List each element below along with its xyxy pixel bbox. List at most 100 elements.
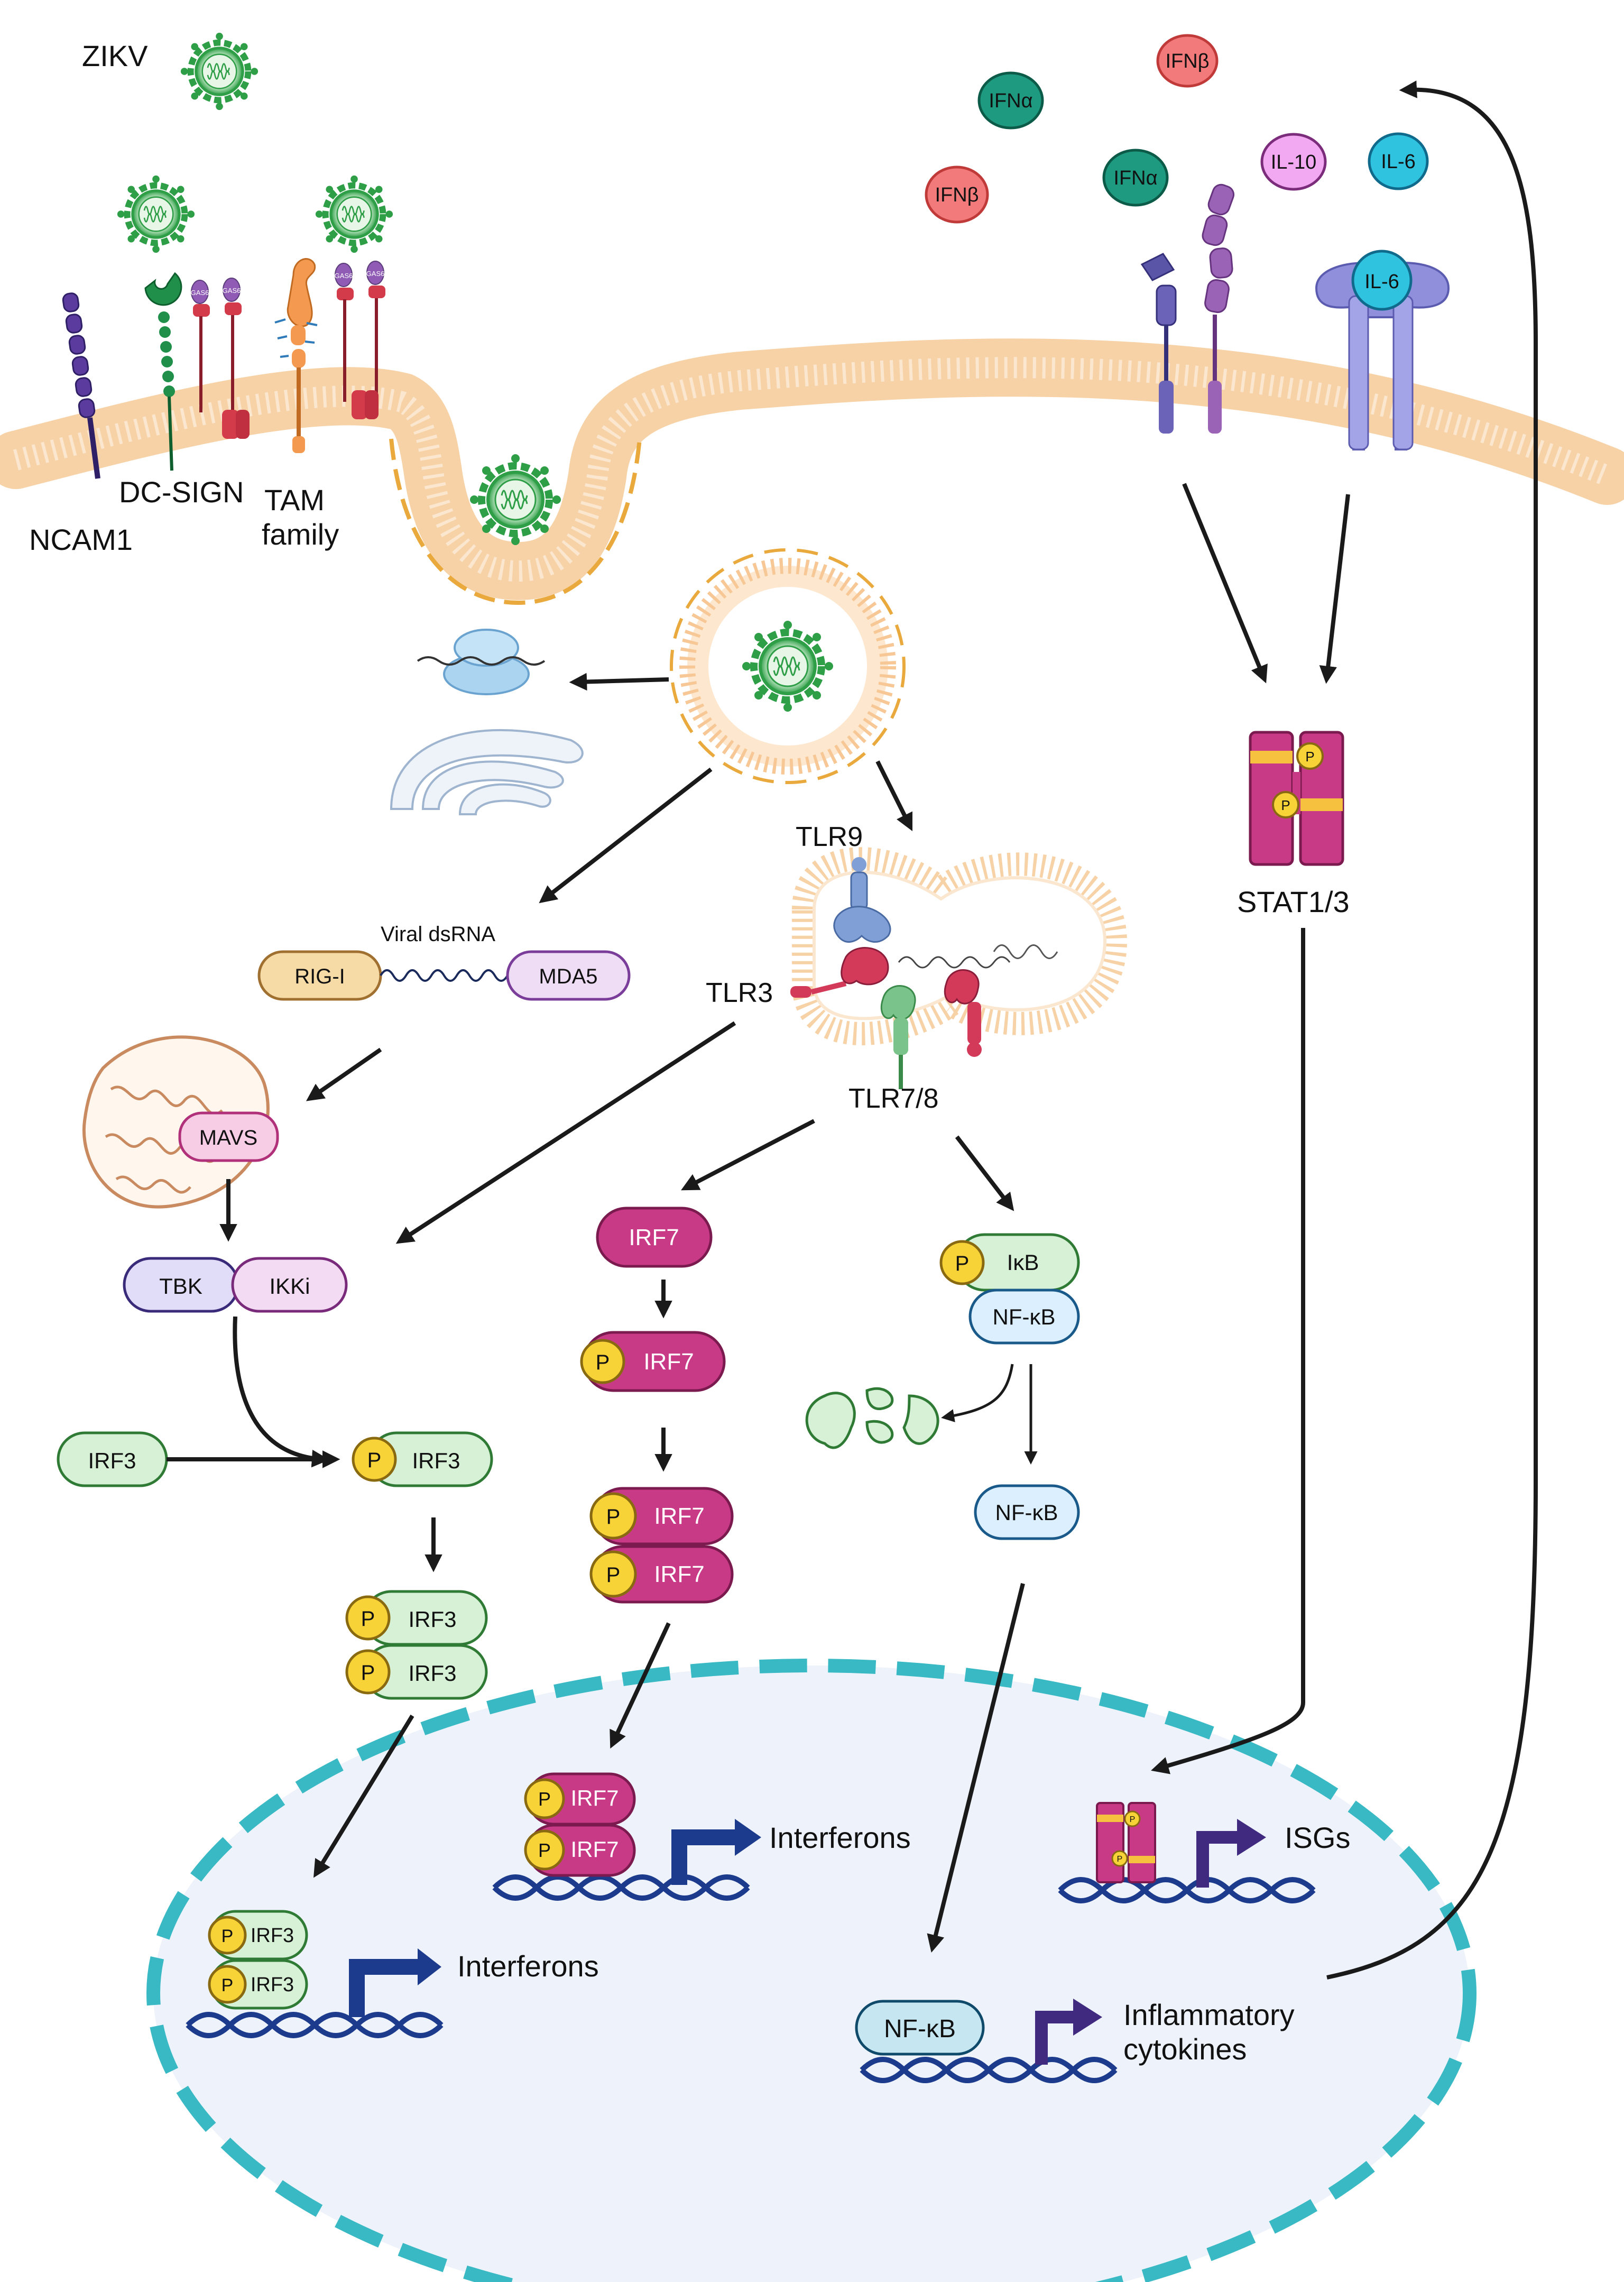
nfkb-free: NF-κB: [974, 1484, 1080, 1540]
dna-stat: [1058, 1877, 1316, 1903]
svg-text:IRF7: IRF7: [570, 1837, 619, 1862]
cytokine-il10: IL-10: [1260, 133, 1327, 191]
endocytic-pit: [389, 438, 642, 605]
zikv-virion-dc-sign: [117, 176, 195, 253]
svg-text:P: P: [361, 1661, 375, 1685]
tlr78-label: TLR7/8: [848, 1083, 939, 1114]
gas6-receptor-right: GAS6 GAS6: [335, 261, 385, 419]
svg-text:IRF3: IRF3: [251, 1925, 294, 1947]
svg-text:RIG-I: RIG-I: [294, 965, 345, 988]
svg-text:NF-κB: NF-κB: [884, 2015, 956, 2043]
isgs-label: ISGs: [1285, 1821, 1350, 1854]
gas6-receptor-left: GAS6 GAS6: [191, 278, 250, 439]
tbk: TBK: [123, 1257, 239, 1313]
svg-text:P: P: [596, 1351, 610, 1374]
svg-text:IFNβ: IFNβ: [935, 184, 979, 206]
dc-sign-receptor: [144, 272, 182, 471]
ikki: IKKi: [231, 1257, 348, 1313]
svg-text:P: P: [955, 1252, 970, 1275]
svg-text:IL-10: IL-10: [1271, 151, 1317, 173]
ifn-receptor: [1140, 183, 1235, 434]
viral-dsrna-label: Viral dsRNA: [381, 923, 495, 946]
svg-text:P: P: [367, 1449, 382, 1472]
transcription-arrowhead-isg: [1237, 1819, 1266, 1856]
svg-text:IRF3: IRF3: [251, 1974, 294, 1996]
svg-text:P: P: [606, 1563, 621, 1587]
irf3-dimer-nuclear: IRF3 P IRF3 P: [208, 1910, 308, 2010]
svg-text:MDA5: MDA5: [539, 965, 597, 988]
transcription-arrow-isg: [1196, 1831, 1242, 1888]
dna-irf7: [492, 1874, 750, 1901]
tlr9-label: TLR9: [796, 822, 863, 852]
irf3-inactive: IRF3: [57, 1431, 168, 1487]
transcription-arrow-irf7: [671, 1829, 740, 1885]
svg-text:P: P: [538, 1839, 551, 1861]
ncam1-label: NCAM1: [29, 523, 133, 556]
tam-label-line2: family: [262, 518, 339, 551]
svg-text:IRF7: IRF7: [654, 1503, 704, 1529]
dna-irf3: [186, 2012, 444, 2038]
svg-text:P: P: [222, 1926, 234, 1946]
svg-text:IRF7: IRF7: [654, 1561, 704, 1587]
zikv-virion-tam: [316, 176, 393, 253]
svg-text:P: P: [1117, 1855, 1123, 1864]
cytokine-ifnb-1: IFNβ: [1156, 34, 1219, 88]
mavs: MAVS: [178, 1111, 279, 1162]
svg-text:MAVS: MAVS: [199, 1126, 257, 1149]
stat13-label: STAT1/3: [1237, 885, 1350, 918]
ribosome-er-icon: [390, 629, 584, 815]
il6-receptor: IL-6: [1315, 250, 1450, 450]
zikv-virion-free: [181, 33, 258, 110]
svg-text:IFNα: IFNα: [1113, 167, 1157, 189]
irf7-dimer-nuclear: IRF7 P IRF7 P: [524, 1772, 636, 1877]
stat13-dimer: P P: [1249, 731, 1344, 866]
mda5: MDA5: [506, 950, 631, 1001]
svg-text:P: P: [1130, 1815, 1136, 1824]
inflammatory-label-line2: cytokines: [1123, 2032, 1247, 2066]
svg-text:IRF3: IRF3: [408, 1607, 456, 1632]
ikb-nfkb-complex: IκB P NF-κB: [939, 1233, 1080, 1345]
tlr78-receptor: [880, 985, 916, 1089]
cytokine-ifna-2: IFNα: [1102, 149, 1169, 207]
irf3-dimer: IRF3 P IRF3 P: [345, 1590, 488, 1700]
cytokine-ifna-1: IFNα: [977, 71, 1044, 130]
nfkb-release-arrows: [941, 1364, 1038, 1465]
pathway-arrows: [167, 80, 1538, 1980]
svg-text:P: P: [1281, 797, 1290, 813]
svg-text:IRF3: IRF3: [408, 1661, 456, 1686]
svg-text:IRF3: IRF3: [88, 1448, 136, 1473]
ncam1-receptor: [62, 292, 100, 479]
endosome-virus: [670, 548, 906, 784]
viral-dsrna-strand: [380, 969, 509, 982]
transcription-arrowhead-nfkb: [1073, 1999, 1102, 2036]
svg-text:P: P: [538, 1788, 551, 1810]
transcription-arrowhead-irf3: [418, 1948, 441, 1985]
dna-nfkb: [860, 2057, 1118, 2083]
tlr3-label: TLR3: [706, 978, 773, 1008]
svg-text:P: P: [1305, 749, 1314, 765]
tlr-red-right: [944, 969, 982, 1057]
svg-text:IL-6: IL-6: [1381, 151, 1415, 173]
svg-text:IκB: IκB: [1007, 1250, 1039, 1275]
nfkb-nuclear: NF-κB: [855, 2000, 985, 2056]
irf7-phosphorylated: IRF7 P: [580, 1331, 726, 1392]
mitochondria-icon: [82, 1035, 270, 1209]
svg-text:IRF7: IRF7: [629, 1225, 679, 1250]
ikb-degraded-fragments: [805, 1387, 939, 1449]
gas6-label: GAS6: [366, 270, 385, 278]
irf7-inactive: IRF7: [596, 1207, 713, 1268]
svg-text:IFNα: IFNα: [989, 90, 1032, 112]
stat13-dimer-nuclear: P P: [1096, 1802, 1156, 1883]
tlr3-receptor: [790, 947, 889, 998]
zikv-label: ZIKV: [82, 39, 148, 72]
cytokine-ifnb-2: IFNβ: [925, 165, 989, 224]
svg-text:P: P: [222, 1975, 234, 1995]
svg-text:P: P: [361, 1607, 375, 1631]
dc-sign-label: DC-SIGN: [119, 475, 244, 509]
svg-text:IRF7: IRF7: [570, 1786, 619, 1810]
tam-family-receptor: [274, 258, 318, 453]
interferons-label-irf7: Interferons: [769, 1821, 911, 1854]
transcription-arrow-irf3: [349, 1959, 423, 2017]
svg-text:TBK: TBK: [159, 1274, 202, 1299]
